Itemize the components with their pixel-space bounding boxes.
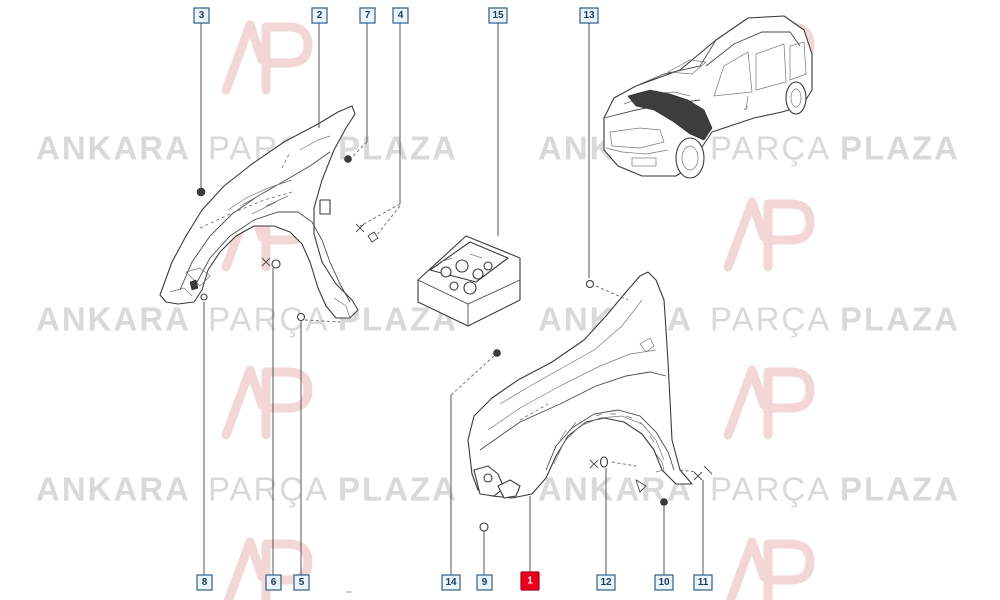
fastener-14-clip <box>493 349 501 357</box>
watermark-word: PLAZA <box>840 130 960 167</box>
callout-9-label: 9 <box>482 577 488 588</box>
callout-6[interactable]: 6 <box>265 574 282 591</box>
callout-13[interactable]: 13 <box>579 7 599 24</box>
callout-7[interactable]: 7 <box>359 7 376 24</box>
callout-4[interactable]: 4 <box>392 7 409 24</box>
fastener-5-clip <box>296 312 306 322</box>
callout-5-label: 5 <box>299 577 305 588</box>
watermark-logo <box>723 365 815 440</box>
callout-4-label: 4 <box>398 10 404 21</box>
callout-1-highlighted[interactable]: 1 <box>520 571 540 591</box>
fastener-13-clip <box>585 279 595 289</box>
callout-7-label: 7 <box>365 10 371 21</box>
fastener-11-clip <box>693 465 713 481</box>
car-illustration <box>603 15 813 179</box>
fastener-6-clip <box>261 257 281 269</box>
callout-6-label: 6 <box>271 577 277 588</box>
watermark-logo <box>723 197 815 272</box>
callout-15-label: 15 <box>492 10 504 21</box>
callout-11[interactable]: 11 <box>693 574 713 591</box>
leader-lines <box>200 22 704 578</box>
watermark-word: PARÇA <box>208 471 329 508</box>
fastener-7-clip <box>344 155 352 163</box>
watermark-word: ANKARA <box>36 301 191 338</box>
watermark-word: PLAZA <box>840 301 960 338</box>
callout-12-label: 12 <box>600 577 612 588</box>
watermark-word: ANKARA <box>36 471 191 508</box>
fastener-3-clip <box>196 187 206 197</box>
watermark-word: ANKARA <box>36 130 191 167</box>
fastener-9-screw <box>479 522 489 532</box>
watermark-logo <box>725 537 815 600</box>
watermark-logo <box>221 20 313 95</box>
callout-8-label: 8 <box>202 577 208 588</box>
inner-fender-liner <box>159 105 359 319</box>
fastener-10-screw <box>635 478 668 506</box>
watermark-word: PLAZA <box>338 471 458 508</box>
watermark-layer: ANKARA PARÇA PLAZA ANKARA PARÇA PLAZA AN… <box>36 20 960 600</box>
watermark-word: PARÇA <box>208 301 329 338</box>
callout-14[interactable]: 14 <box>441 574 461 591</box>
callout-2-label: 2 <box>317 10 323 21</box>
watermark-word: PARÇA <box>710 301 831 338</box>
fastener-12-clip <box>589 456 609 469</box>
watermark-word: PLAZA <box>338 130 458 167</box>
watermark-text-row: ANKARA PARÇA PLAZA ANKARA PARÇA PLAZA <box>36 471 960 508</box>
watermark-word: PARÇA <box>710 471 831 508</box>
front-fender-panel <box>467 271 693 499</box>
callout-1-label: 1 <box>527 576 533 587</box>
callout-5[interactable]: 5 <box>293 574 310 591</box>
fastener-8-screw <box>200 293 208 301</box>
callout-2[interactable]: 2 <box>311 7 328 24</box>
callout-3[interactable]: 3 <box>193 7 210 24</box>
callout-13-label: 13 <box>583 10 595 21</box>
watermark-logo <box>223 537 313 600</box>
callout-3-label: 3 <box>199 10 205 21</box>
callout-10-label: 10 <box>658 577 670 588</box>
callout-8[interactable]: 8 <box>196 574 213 591</box>
callout-15[interactable]: 15 <box>488 7 508 24</box>
callout-10[interactable]: 10 <box>654 574 674 591</box>
callout-9[interactable]: 9 <box>476 574 493 591</box>
watermark-logo <box>221 365 313 440</box>
fixing-kit-box <box>417 235 521 327</box>
callout-14-label: 14 <box>445 577 457 588</box>
callout-12[interactable]: 12 <box>596 574 616 591</box>
watermark-word: PLAZA <box>840 471 960 508</box>
fastener-4-pin <box>355 223 379 243</box>
callout-11-label: 11 <box>698 577 709 588</box>
watermark-word: PARÇA <box>710 130 831 167</box>
